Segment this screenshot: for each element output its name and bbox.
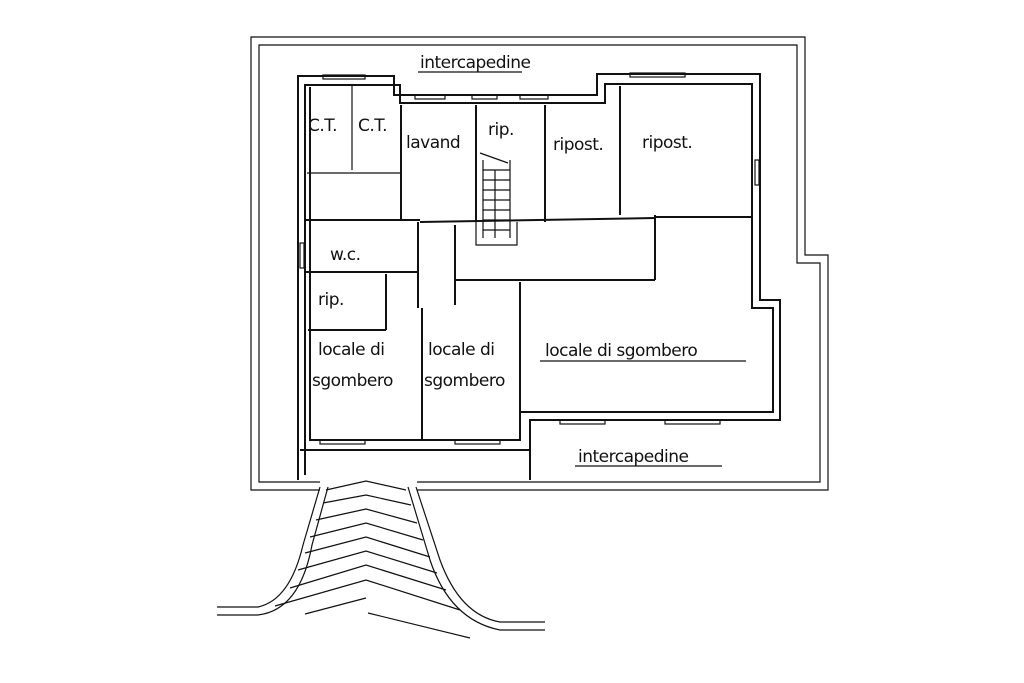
windows — [299, 72, 760, 445]
label-intercapedine-top: intercapedine — [420, 53, 531, 73]
label-ripost-2: ripost. — [642, 133, 692, 153]
label-lavand: lavand — [406, 133, 460, 153]
outer-perimeter-wall — [250, 36, 829, 491]
label-locale-left-1: locale di — [318, 340, 385, 360]
label-locale-mid-2: sgombero — [424, 371, 505, 391]
label-rip-stair: rip. — [488, 120, 514, 140]
entrance-ramp — [217, 480, 545, 639]
label-intercapedine-bottom: intercapedine — [578, 447, 689, 467]
label-ripost-1: ripost. — [553, 135, 603, 155]
interior-staircase — [479, 152, 511, 238]
label-rip-small: rip. — [318, 290, 344, 310]
label-ct-1: C.T. — [308, 116, 337, 136]
label-locale-right: locale di sgombero — [545, 341, 697, 361]
label-locale-left-2: sgombero — [312, 371, 393, 391]
label-wc: w.c. — [330, 245, 361, 265]
building-walls — [297, 72, 781, 480]
label-locale-mid-1: locale di — [428, 340, 495, 360]
label-ct-2: C.T. — [358, 116, 387, 136]
